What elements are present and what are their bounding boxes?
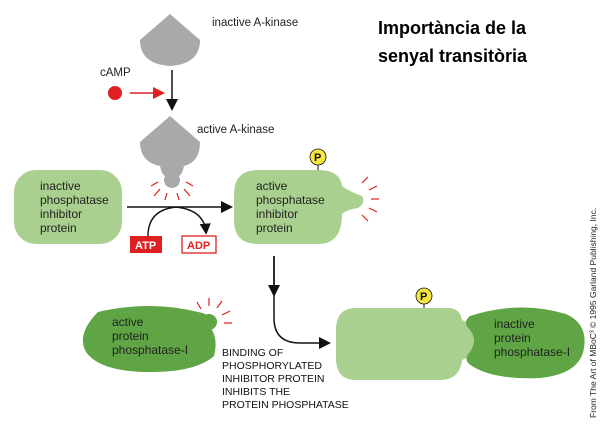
active-inhibitor-glow xyxy=(361,176,379,222)
camp-dot xyxy=(108,86,122,100)
active-phosphatase-site xyxy=(201,314,217,330)
active-inhibitor-phosphate-label: P xyxy=(314,152,321,164)
title-line-2: senyal transitòria xyxy=(378,46,528,66)
active-inhibitor-phosphate xyxy=(309,148,327,166)
complex-phosphate-label: P xyxy=(420,291,427,303)
atp-adp-arc xyxy=(147,206,211,237)
active-phosphatase-label: active protein phosphatase-I xyxy=(112,315,188,357)
complex-inhibitor-shape xyxy=(336,308,474,380)
active-kinase-tip xyxy=(164,172,180,188)
binding-arrow xyxy=(273,256,331,349)
adp-chip xyxy=(181,235,217,254)
adp-label: ADP xyxy=(187,240,210,252)
title-line-1: Importància de la xyxy=(378,18,527,38)
camp-label: cAMP xyxy=(100,67,131,79)
inactive-inhibitor-label: inactive phosphatase inhibitor protein xyxy=(40,179,112,235)
complex-phosphate xyxy=(415,287,433,305)
inactive-phosphatase-label: inactive protein phosphatase-I xyxy=(494,317,570,359)
active-inhibitor-label: active phosphatase inhibitor protein xyxy=(256,179,328,235)
inactive-kinase-label: inactive A-kinase xyxy=(212,17,298,29)
binding-caption: BINDING OF PHOSPHORYLATED INHIBITOR PROT… xyxy=(222,347,349,411)
active-kinase-glow xyxy=(150,181,194,201)
complex-phosphatase-shape xyxy=(466,307,585,379)
active-kinase-label: active A-kinase xyxy=(197,124,274,136)
atp-label: ATP xyxy=(135,240,156,252)
active-phosphatase-shape xyxy=(82,306,216,372)
credit-text: From The Art of MBoC³ © 1995 Garland Pub… xyxy=(588,208,598,418)
inactive-kinase-shape xyxy=(140,14,200,66)
active-inhibitor-shape xyxy=(234,170,364,244)
atp-chip xyxy=(130,236,162,253)
active-kinase-shape xyxy=(140,116,200,183)
active-phosphatase-glow xyxy=(196,298,232,324)
inactive-inhibitor-shape xyxy=(14,170,122,244)
